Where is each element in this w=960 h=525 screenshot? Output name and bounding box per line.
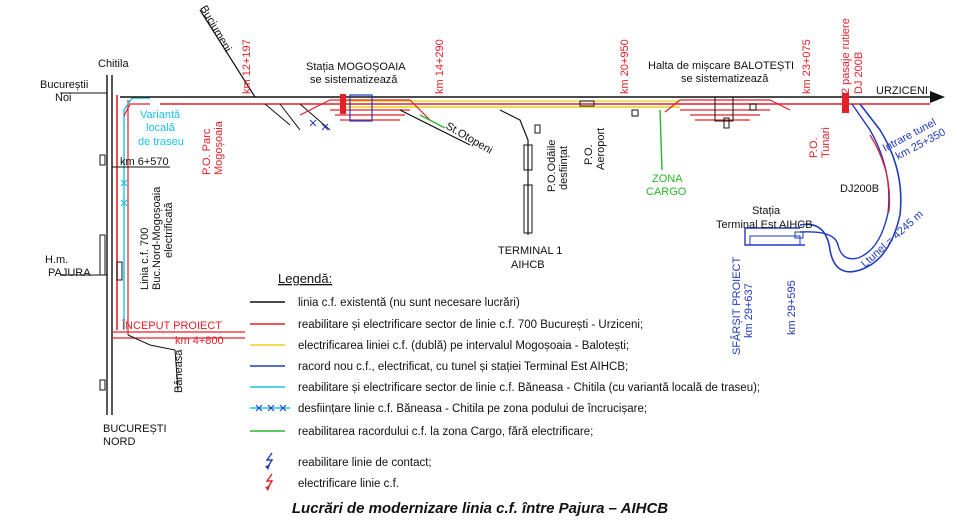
label-terminal-1: AIHCB [511, 259, 545, 271]
legend-item: reabilitare și electrificare sector de l… [250, 382, 760, 394]
legend-item: reabilitarea racordului c.f. la zona Car… [250, 426, 593, 438]
label-ltunel: Ltunel = 4245 m [859, 208, 926, 270]
label-halta-balotesti: Halta de mișcare BALOTEȘTI [648, 60, 794, 72]
label-zona-cargo: CARGO [646, 186, 687, 198]
label-terminal-1: TERMINAL 1 [498, 245, 562, 257]
label-po-parc: Mogoșoaia [213, 120, 225, 175]
legend: Legendă: linia c.f. existentă (nu sunt n… [250, 271, 760, 491]
label-bucuresti-noi: Bucureștii [40, 79, 88, 91]
legend-title: Legendă: [278, 271, 332, 286]
label-varianta: Variantă [140, 109, 181, 121]
label-bucuresti-nord: BUCUREȘTI [103, 423, 167, 435]
label-po-odaile: P.O.Odăile [546, 140, 558, 192]
legend-item: racord nou c.f., electrificat, cu tunel … [250, 361, 628, 373]
legend-item: reabilitare și electrificare sector de l… [250, 319, 643, 331]
legend-item: electrificare linie c.f. [265, 473, 399, 491]
legend-item: reabilitare linie de contact; [265, 452, 432, 470]
label-po-odaile: desființat [558, 146, 570, 190]
label-po-tunari: Tunari [820, 127, 832, 158]
label-varianta: de traseu [138, 136, 184, 148]
label-zona-cargo: ZONA [652, 173, 683, 185]
legend-item-label: reabilitare și electrificare sector de l… [298, 382, 760, 394]
legend-item-label: linia c.f. existentă (nu sunt necesare l… [298, 297, 520, 309]
legend-item: desființare linie c.f. Băneasa - Chitila… [250, 403, 647, 415]
legend-item-label: reabilitarea racordului c.f. la zona Car… [298, 426, 593, 438]
label-chitila: Chitila [98, 58, 129, 70]
label-baneasa: Băneasa [173, 349, 185, 393]
label-sfarsit-proiect: km 29+637 [743, 283, 755, 338]
figure-caption: Lucrări de modernizare linia c.f. între … [292, 500, 668, 517]
arrow-urziceni-icon [930, 91, 945, 103]
label-varianta: locală [146, 122, 176, 134]
label-urziceni: URZICENI [876, 85, 928, 97]
cross-mark-icon [255, 404, 287, 412]
label-statia-mogosoaia: Stația MOGOȘOAIA [306, 61, 406, 73]
label-po-aeroport: P.O. [583, 144, 595, 165]
label-km-12-197: km 12+197 [241, 39, 253, 94]
legend-item: linia c.f. existentă (nu sunt necesare l… [250, 297, 520, 309]
label-hm-pajura: PAJURA [48, 267, 91, 279]
label-km-14-290: km 14+290 [434, 39, 446, 94]
contact-line-icon [265, 452, 274, 470]
label-km-6-570: km 6+570 [120, 156, 169, 168]
label-linia-700: Buc.Nord-Mogoșoaia [151, 186, 163, 290]
label-km-4-800: km 4+800 [175, 335, 224, 347]
label-buciumeni: Buciumeni [197, 4, 233, 54]
label-pasaje: DJ 200B [853, 52, 865, 94]
legend-item-label: racord nou c.f., electrificat, cu tunel … [298, 361, 628, 373]
label-bucuresti-noi: Noi [55, 92, 72, 104]
electrification-icon [265, 473, 274, 491]
label-statia-mogosoaia: se sistematizează [310, 74, 398, 86]
label-po-aeroport: Aeroport [595, 128, 607, 170]
legend-item-label: electrificarea liniei c.f. (dublă) pe in… [298, 340, 629, 352]
legend-item-label: reabilitare linie de contact; [298, 457, 432, 469]
label-hm-pajura: H.m. [45, 254, 68, 266]
label-km-29-595: km 29+595 [786, 280, 798, 335]
label-bucuresti-nord: NORD [103, 436, 135, 448]
label-dj200b: DJ200B [840, 183, 879, 195]
label-st-otopeni: St.Otopeni [444, 120, 495, 156]
label-km-20-950: km 20+950 [619, 39, 631, 94]
vertical-trunk [60, 75, 245, 415]
label-po-tunari: P.O. [808, 137, 820, 158]
label-pasaje: 2 pasaje rutiere [840, 18, 852, 94]
legend-item: electrificarea liniei c.f. (dublă) pe in… [250, 340, 629, 352]
label-statia-terminal-est: Stația [752, 205, 781, 217]
label-km-23-075: km 23+075 [801, 39, 813, 94]
label-sfarsit-proiect: SFÂRȘIT PROIECT [730, 257, 743, 355]
label-po-parc: P.O. Parc [201, 128, 213, 175]
map-labels: Chitila Bucureștii Noi Buciumeni km 12+1… [40, 4, 948, 449]
main-line [120, 9, 945, 235]
label-halta-balotesti: se sistematizează [681, 73, 769, 85]
label-inceput-proiect: ÎNCEPUT PROIECT [121, 319, 222, 332]
label-linia-700: electrificată [163, 201, 175, 258]
tunnel-racord [744, 103, 902, 273]
label-statia-terminal-est: Terminal Est AIHCB [716, 219, 813, 231]
legend-item-label: desființare linie c.f. Băneasa - Chitila… [298, 403, 647, 415]
label-linia-700: Linia c.f. 700 [139, 228, 151, 290]
legend-item-label: reabilitare și electrificare sector de l… [298, 319, 643, 331]
legend-item-label: electrificare linie c.f. [298, 478, 399, 490]
